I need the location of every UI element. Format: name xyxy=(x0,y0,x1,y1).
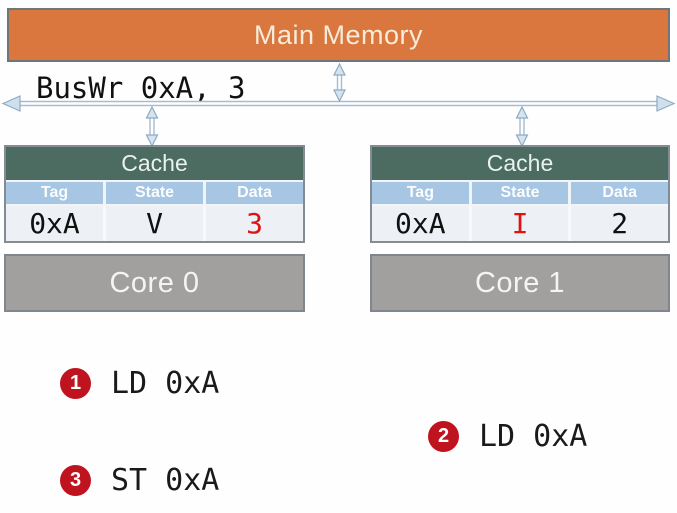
step-2-badge: 2 xyxy=(428,420,459,452)
cache0-data-value: 3 xyxy=(246,207,263,240)
step-3-badge: 3 xyxy=(60,464,91,496)
cache1-col-data: Data xyxy=(602,184,638,201)
bus-cache1-arrow-icon xyxy=(515,105,529,148)
cache0-table: Cache Tag State Data 0xA V 3 xyxy=(4,145,305,243)
cache1-data-value: 2 xyxy=(611,207,629,240)
core1-label: Core 1 xyxy=(474,266,566,299)
step-3-label: ST 0xA xyxy=(111,462,220,498)
shared-bus-arrow-icon xyxy=(1,95,676,112)
memory-bus-arrow-icon xyxy=(333,62,346,103)
cache1-tag-value: 0xA xyxy=(372,206,472,241)
bus-cache0-arrow-icon xyxy=(145,105,159,148)
cache1-title: Cache xyxy=(372,147,668,182)
bus-and-arrows xyxy=(1,62,676,148)
main-memory-label: Main Memory xyxy=(253,19,424,50)
cache0-tag-value: 0xA xyxy=(6,206,106,241)
step-1-badge: 1 xyxy=(60,367,91,399)
cache0-data-row: 0xA V 3 xyxy=(6,206,303,241)
cache1-col-tag: Tag xyxy=(372,182,472,204)
step-2: 2 LD 0xA xyxy=(428,418,588,454)
cache1-col-state: State xyxy=(472,182,572,204)
cache1-table: Cache Tag State Data 0xA I 2 xyxy=(370,145,670,243)
step-1: 1 LD 0xA xyxy=(60,365,220,401)
core0-box: Core 0 xyxy=(4,254,305,312)
cache0-col-state: State xyxy=(106,182,206,204)
step-3: 3 ST 0xA xyxy=(60,462,220,498)
cache0-state-value: V xyxy=(106,206,206,241)
cache1-header-row: Tag State Data xyxy=(372,182,668,206)
cache0-header-row: Tag State Data xyxy=(6,182,303,206)
bus-transaction-label: BusWr 0xA, 3 xyxy=(36,71,246,105)
cache0-col-tag: Tag xyxy=(6,182,106,204)
cache0-col-data: Data xyxy=(237,184,272,201)
core0-label: Core 0 xyxy=(109,266,200,299)
step-1-label: LD 0xA xyxy=(111,365,220,401)
core1-box: Core 1 xyxy=(370,254,670,312)
cache1-state-value: I xyxy=(472,206,572,241)
cache0-title: Cache xyxy=(6,147,303,182)
step-2-label: LD 0xA xyxy=(479,418,588,454)
main-memory-box: Main Memory xyxy=(7,8,670,62)
cache1-data-row: 0xA I 2 xyxy=(372,206,668,241)
